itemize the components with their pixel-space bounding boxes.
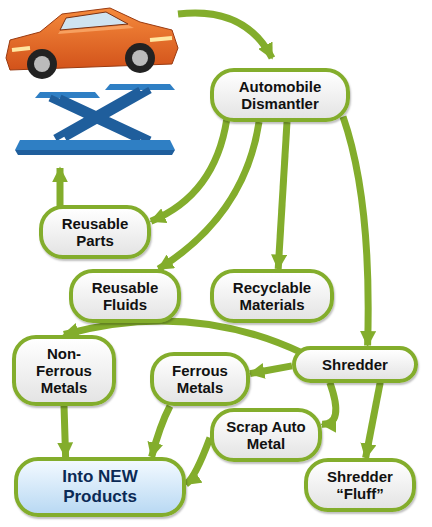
car-lift	[15, 84, 175, 155]
process-box: Non-Ferrous Metals	[12, 335, 116, 406]
flow-connector	[159, 122, 259, 269]
process-box: Ferrous Metals	[150, 352, 250, 406]
flow-connector	[250, 366, 292, 374]
process-box: Shredder	[292, 346, 418, 383]
node-label: Reusable Fluids	[85, 279, 165, 313]
process-box: Reusable Parts	[39, 205, 151, 259]
node-label: Automobile Dismantler	[226, 78, 334, 112]
node-label: Into NEW Products	[30, 467, 170, 507]
flow-arrow	[57, 168, 64, 208]
flow-connector	[366, 383, 381, 459]
flow-arrow	[178, 13, 272, 58]
node-label: Reusable Parts	[55, 215, 135, 249]
process-box: Automobile Dismantler	[210, 68, 350, 122]
flow-connector	[151, 119, 227, 221]
node-label: Ferrous Metals	[166, 362, 234, 396]
process-box: Shredder “Fluff”	[304, 458, 416, 512]
flow-connector	[152, 406, 170, 457]
car	[6, 8, 178, 79]
flow-connector	[278, 122, 287, 269]
node-label: Non-Ferrous Metals	[28, 345, 100, 396]
process-box: Scrap Auto Metal	[210, 408, 322, 462]
process-box: Reusable Fluids	[69, 269, 181, 323]
node-label: Recyclable Materials	[226, 279, 318, 313]
flow-connector	[343, 117, 368, 346]
output-box: Into NEW Products	[14, 457, 186, 517]
flow-connector	[186, 438, 210, 484]
flow-connector	[322, 383, 336, 425]
node-label: Scrap Auto Metal	[226, 418, 306, 452]
node-label: Shredder	[308, 356, 402, 373]
process-box: Recyclable Materials	[210, 269, 334, 323]
flow-connector	[64, 406, 66, 458]
node-label: Shredder “Fluff”	[320, 468, 400, 502]
